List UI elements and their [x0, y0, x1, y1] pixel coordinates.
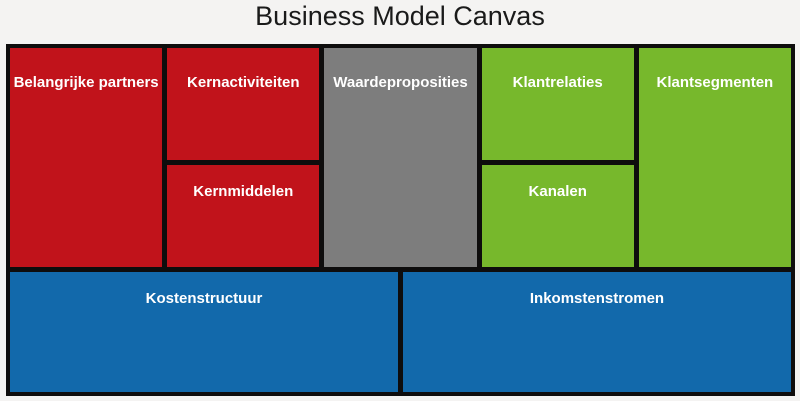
block-kernactiviteiten: Kernactiviteiten	[167, 48, 320, 160]
block-klantsegmenten-label: Klantsegmenten	[656, 74, 774, 91]
block-kostenstructuur: Kostenstructuur	[10, 272, 398, 392]
block-belangrijke-partners: Belangrijke partners	[10, 48, 163, 267]
block-kernactiviteiten-label: Kernactiviteiten	[187, 74, 300, 91]
block-klantrelaties: Klantrelaties	[481, 48, 634, 160]
block-inkomstenstromen-label: Inkomstenstromen	[529, 290, 665, 307]
page-title: Business Model Canvas	[255, 1, 545, 31]
block-inkomstenstromen: Inkomstenstromen	[402, 272, 791, 392]
block-kernmiddelen-label: Kernmiddelen	[193, 183, 294, 200]
block-belangrijke-partners-label: Belangrijke partners	[13, 74, 159, 91]
block-waardeproposities: Waardeproposities	[324, 48, 477, 267]
block-kostenstructuur-label: Kostenstructuur	[145, 290, 263, 307]
block-kanalen: Kanalen	[481, 165, 634, 267]
block-kernmiddelen: Kernmiddelen	[167, 165, 320, 267]
block-kanalen-label: Kanalen	[528, 183, 587, 200]
business-model-canvas-grid: Belangrijke partners Kernactiviteiten Ke…	[6, 44, 795, 396]
block-klantrelaties-label: Klantrelaties	[512, 74, 603, 91]
block-klantsegmenten: Klantsegmenten	[638, 48, 791, 267]
block-waardeproposities-label: Waardeproposities	[333, 74, 468, 91]
